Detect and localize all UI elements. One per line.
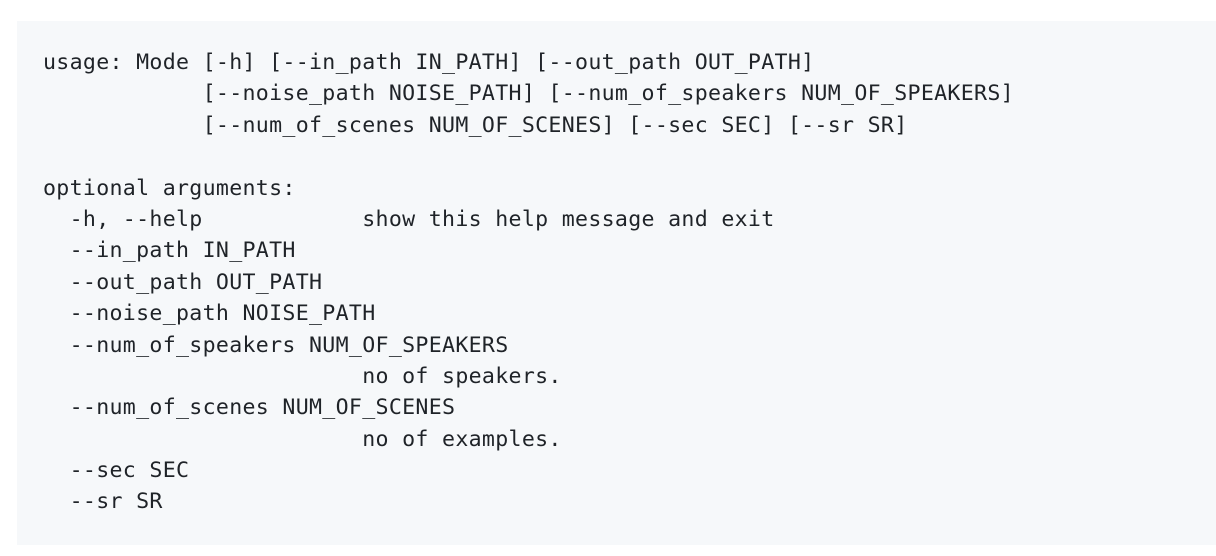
code-line-num-speakers-desc: no of speakers. — [43, 363, 562, 389]
code-line-sec: --sec SEC — [43, 458, 190, 484]
code-line-usage-cont-1: [--noise_path NOISE_PATH] [--num_of_spea… — [43, 81, 1014, 107]
code-line-num-scenes-desc: no of examples. — [43, 426, 562, 452]
code-line-usage-cont-2: [--num_of_scenes NUM_OF_SCENES] [--sec S… — [43, 112, 908, 138]
code-line-optional-header: optional arguments: — [43, 175, 296, 201]
code-block: usage: Mode [-h] [--in_path IN_PATH] [--… — [17, 21, 1216, 545]
code-line-noise-path: --noise_path NOISE_PATH — [43, 301, 376, 327]
code-line-usage: usage: Mode [-h] [--in_path IN_PATH] [--… — [43, 50, 815, 75]
code-line-sr: --sr SR — [43, 489, 163, 515]
code-line-blank — [43, 141, 1216, 172]
code-line-num-speakers: --num_of_speakers NUM_OF_SPEAKERS — [43, 332, 509, 358]
code-line-num-scenes: --num_of_scenes NUM_OF_SCENES — [43, 395, 456, 421]
code-line-in-path: --in_path IN_PATH — [43, 238, 296, 264]
code-line-out-path: --out_path OUT_PATH — [43, 269, 323, 295]
code-line-help: -h, --help show this help message and ex… — [43, 206, 775, 232]
